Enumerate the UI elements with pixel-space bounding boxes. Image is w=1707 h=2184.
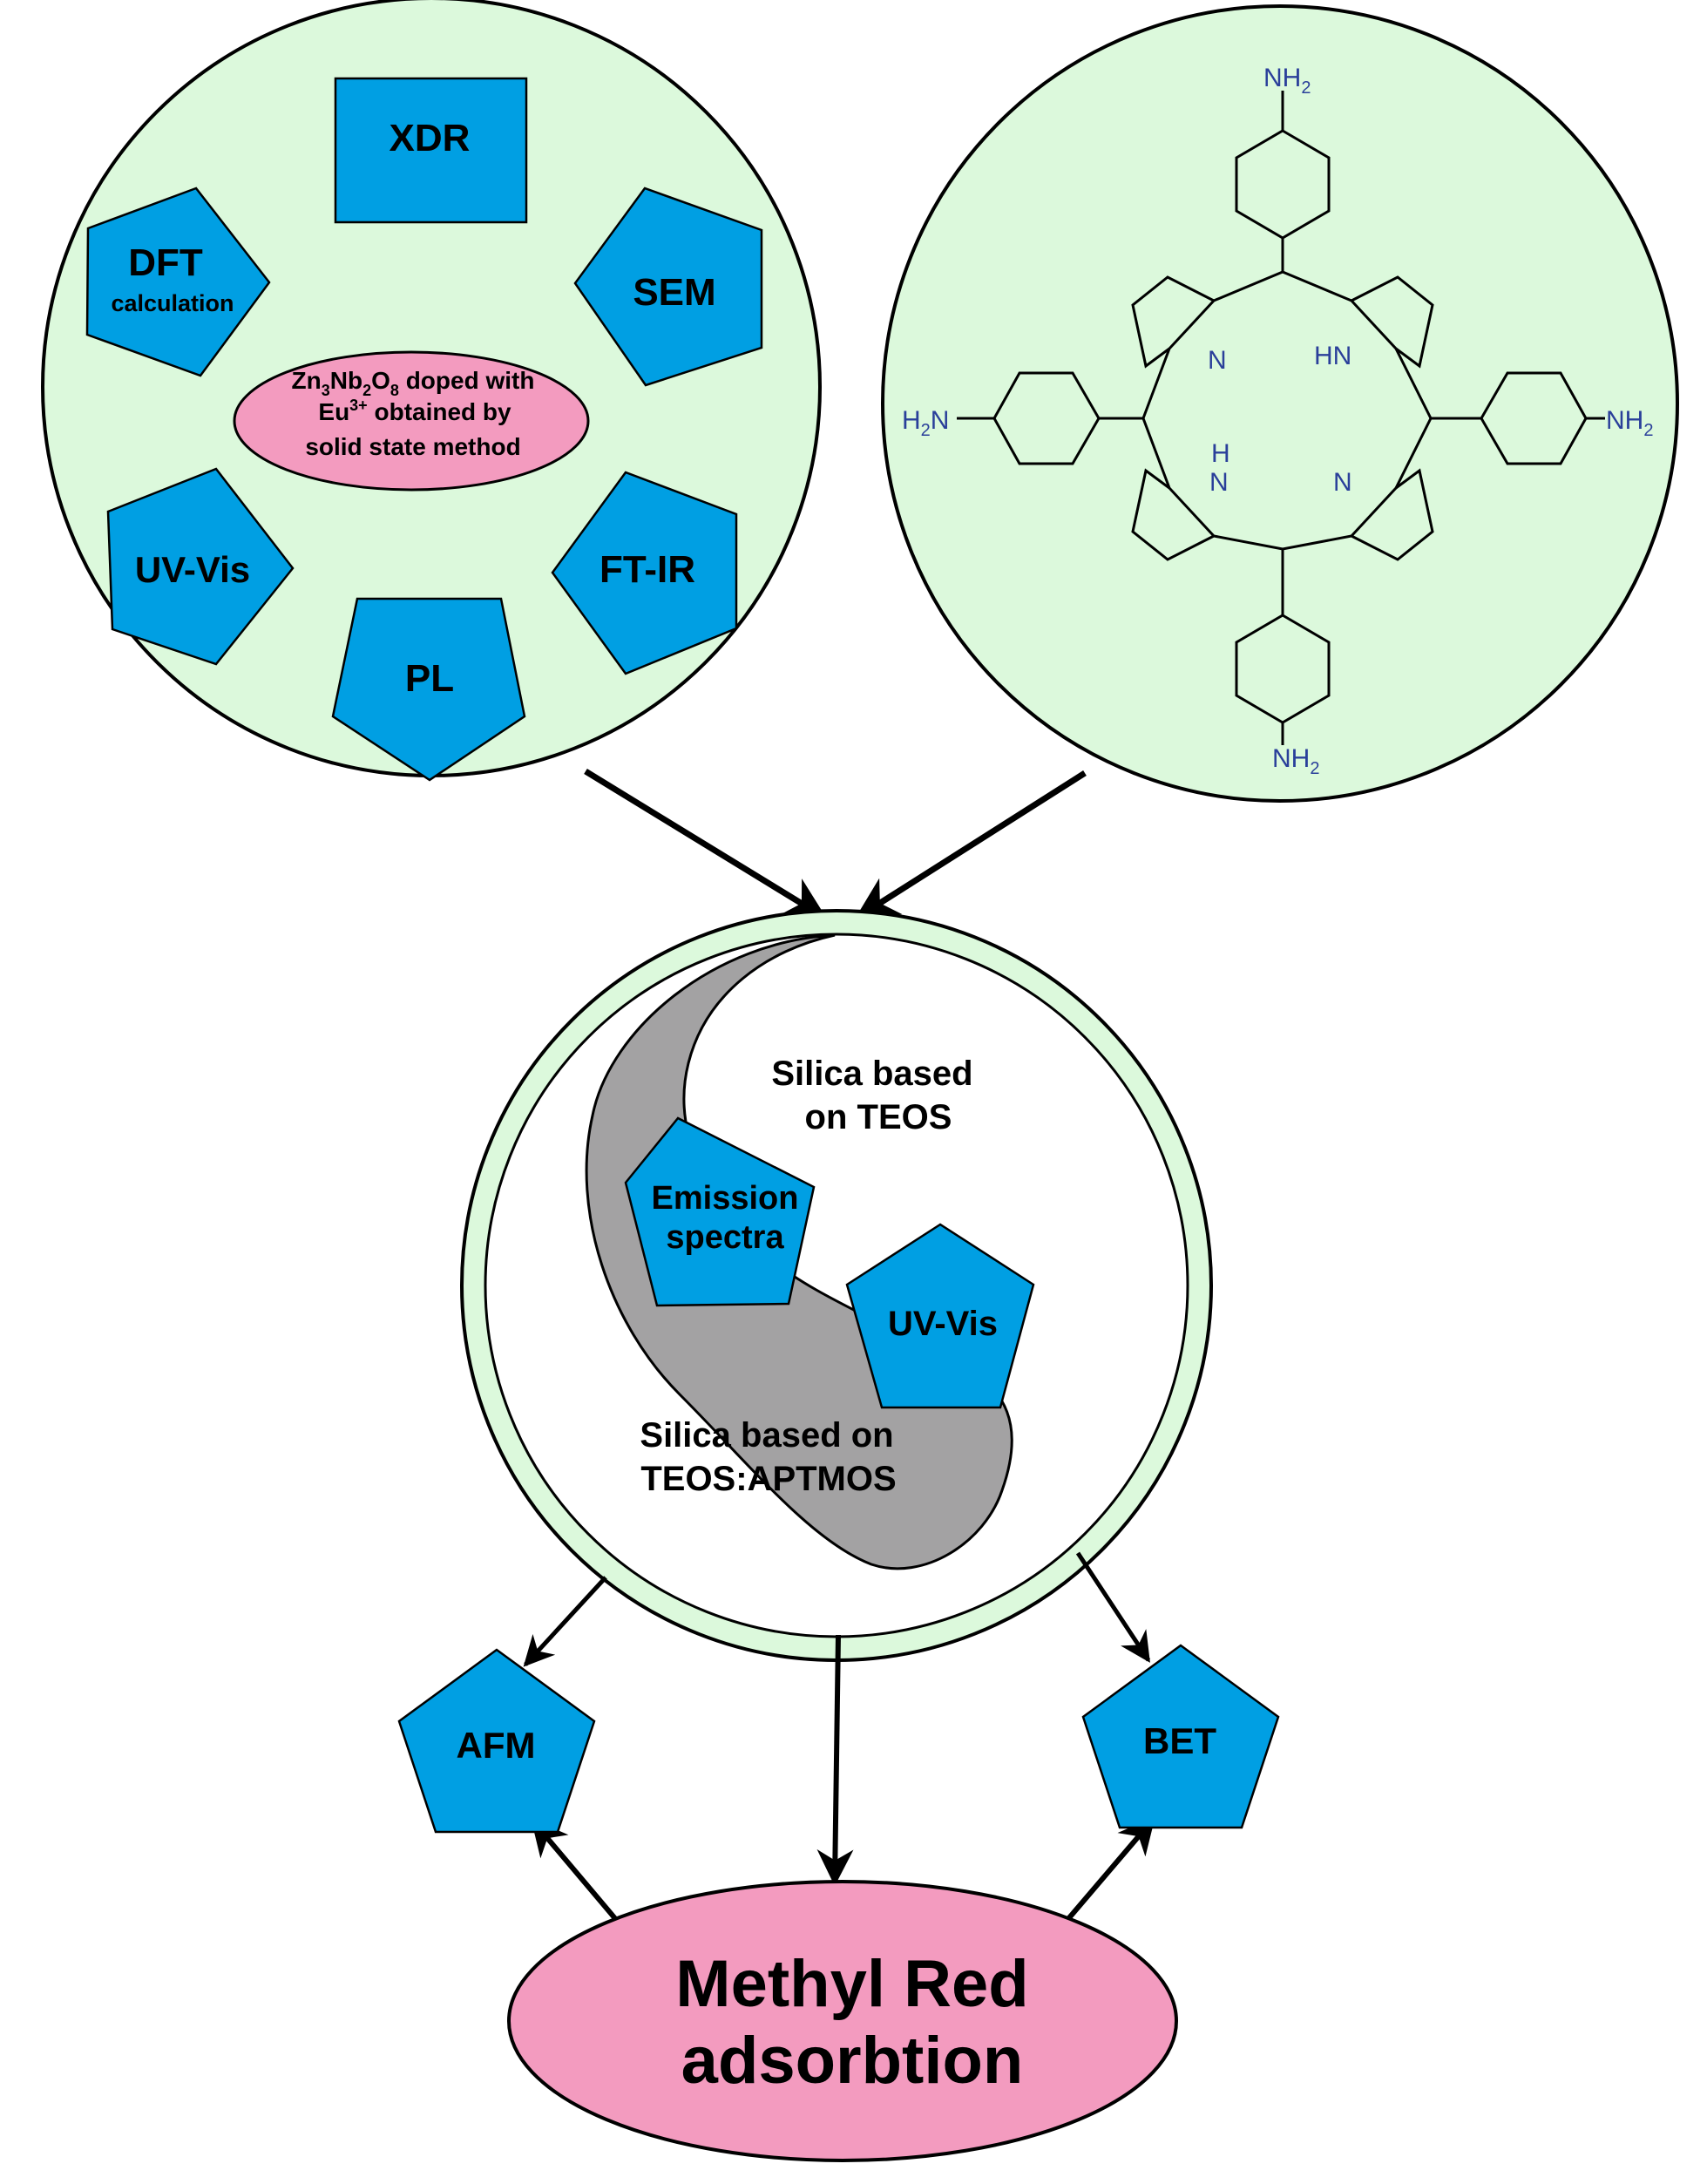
pentagon-bet: BET xyxy=(1081,1644,1280,1829)
arrow-middle-to-methyl-red xyxy=(816,1634,854,1887)
pyrrole-h-lower-left: H xyxy=(1211,439,1230,468)
pentagon-dft: DFT calculation xyxy=(85,187,271,377)
middle-circle-group: Silica based on TEOS Emission spectra UV… xyxy=(460,909,1213,1662)
pyrrole-n-upper-left: N xyxy=(1208,346,1227,375)
ellipse-line-1: Methyl Red xyxy=(675,1947,1028,2021)
arrow-middle-to-afm xyxy=(523,1576,607,1667)
pentagon-emission-spectra: Emission spectra xyxy=(624,1116,816,1307)
pentagon-shape xyxy=(397,1648,596,1834)
pentagon-label: AFM xyxy=(457,1725,536,1766)
pentagon-label: DFT xyxy=(128,241,203,284)
arrow-left-to-middle xyxy=(584,769,828,919)
ellipse-line-2: adsorbtion xyxy=(681,2024,1024,2098)
pentagon-ftir: FT-IR xyxy=(551,471,738,675)
pentagon-shape xyxy=(331,597,526,782)
ellipse-line-3: solid state method xyxy=(305,433,520,460)
arrow-methyl-red-to-bet xyxy=(1054,1816,1155,1934)
pentagon-label: BET xyxy=(1143,1720,1216,1761)
gray-region-label-1: Silica based on xyxy=(640,1416,893,1455)
pentagon-uv-vis-left: UV-Vis xyxy=(106,467,295,666)
pyrrole-lower-left xyxy=(1131,468,1215,561)
pentagon-afm: AFM xyxy=(397,1648,596,1834)
pentagon-uv-vis-middle: UV-Vis xyxy=(845,1223,1035,1409)
pyrrole-n-lower-right: N xyxy=(1333,468,1352,497)
pentagon-sem: SEM xyxy=(573,187,763,387)
arrow-middle-to-bet xyxy=(1075,1551,1151,1663)
synthesis-ellipse: Zn3Nb2O8 doped with Eu3+ obtained by sol… xyxy=(233,350,590,492)
connector-arrows-top xyxy=(584,769,1087,919)
pentagon-xdr: XDR xyxy=(334,77,528,224)
pyrrole-upper-left xyxy=(1131,275,1215,369)
gray-region-label-2: TEOS:APTMOS xyxy=(640,1460,896,1498)
pentagon-shape xyxy=(845,1223,1035,1409)
pentagon-shape xyxy=(334,77,528,224)
pentagon-label: XDR xyxy=(389,117,471,159)
pentagon-shape xyxy=(624,1116,816,1307)
amine-bottom: NH2 xyxy=(1272,744,1319,778)
porphyrin-structure xyxy=(957,91,1605,745)
ellipse-line-2: Eu3+ obtained by xyxy=(318,397,511,425)
pentagon-label-line-2: spectra xyxy=(666,1219,784,1256)
ellipse-line-1: Zn3Nb2O8 doped with xyxy=(292,367,535,399)
pentagon-label: SEM xyxy=(633,271,715,314)
pentagon-label: UV-Vis xyxy=(135,549,250,590)
pentagon-shape xyxy=(1081,1644,1280,1829)
white-region-label-1: Silica based xyxy=(771,1055,972,1093)
arrow-right-to-middle xyxy=(854,770,1087,919)
right-circle xyxy=(881,4,1679,803)
pentagon-label: UV-Vis xyxy=(888,1305,998,1343)
pentagon-shape xyxy=(573,187,763,387)
pentagon-shape xyxy=(85,187,271,377)
pentagon-sublabel: calculation xyxy=(111,290,234,316)
left-circle-group: XDR SEM FT-IR PL UV-Vis DFT calculation xyxy=(41,0,822,782)
amine-top: NH2 xyxy=(1263,64,1311,98)
white-region-label-2: on TEOS xyxy=(805,1098,952,1136)
pentagon-label: PL xyxy=(405,657,454,700)
right-circle-group: NH2 NH2 NH2 H2N N HN H N N xyxy=(881,4,1679,803)
pentagon-label-line-1: Emission xyxy=(652,1180,799,1217)
ellipse-shape xyxy=(233,350,590,492)
pentagon-shape xyxy=(106,467,295,666)
amine-left: H2N xyxy=(902,406,949,440)
pentagon-pl: PL xyxy=(331,597,526,782)
pentagon-shape xyxy=(551,471,738,675)
pentagon-label: FT-IR xyxy=(599,548,695,591)
amine-right: NH2 xyxy=(1606,406,1653,440)
pyrrole-hn-upper-right: HN xyxy=(1314,342,1351,370)
pyrrole-lower-right xyxy=(1351,468,1434,561)
ellipse-shape xyxy=(507,1880,1178,2162)
methyl-red-ellipse: Methyl Red adsorbtion xyxy=(507,1880,1178,2162)
connector-arrows-bottom xyxy=(523,1551,1155,1935)
pyrrole-upper-right xyxy=(1351,275,1434,369)
pyrrole-n-lower-left: N xyxy=(1209,468,1229,497)
arrow-methyl-red-to-afm xyxy=(531,1818,630,1935)
